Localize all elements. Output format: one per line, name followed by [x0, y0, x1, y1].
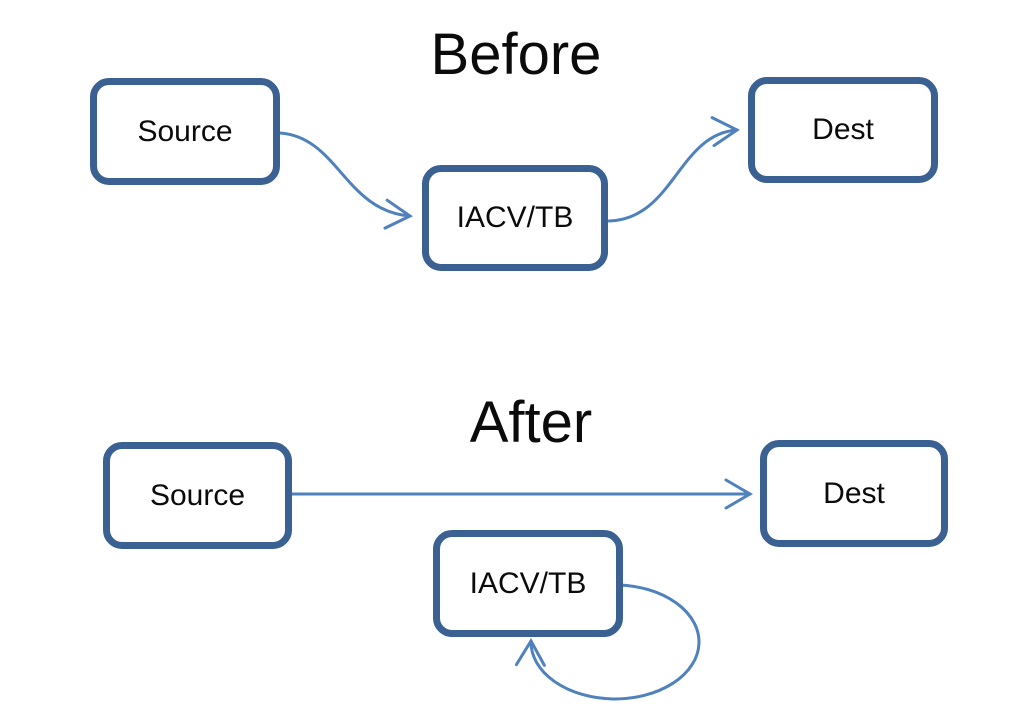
node-before-dest-label: Dest: [812, 113, 874, 146]
node-after-source: Source: [103, 442, 292, 549]
node-before-iacvtb-label: IACV/TB: [456, 201, 574, 234]
node-before-source-label: Source: [137, 114, 233, 148]
node-before-source: Source: [90, 78, 280, 185]
node-after-iacvtb-label: IACV/TB: [469, 566, 587, 600]
edge-before-iacvtb-to-dest: [607, 116, 740, 223]
before-section-title: Before: [430, 22, 602, 87]
node-after-iacvtb: IACV/TB: [433, 530, 623, 637]
node-before-iacvtb: IACV/TB: [422, 165, 608, 271]
after-section-title: After: [469, 390, 593, 455]
edge-before-source-to-iacvtb: [278, 131, 413, 230]
node-after-source-label: Source: [149, 478, 246, 512]
node-after-dest: Dest: [760, 440, 948, 547]
node-before-dest: Dest: [748, 77, 938, 183]
node-after-dest-label: Dest: [823, 476, 885, 510]
